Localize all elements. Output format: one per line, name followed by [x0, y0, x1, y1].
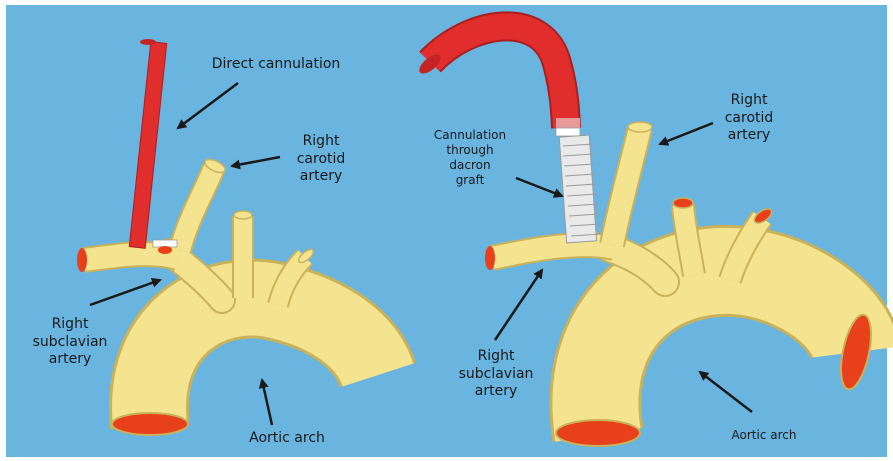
- label-right-aortic-arch: Aortic arch: [718, 428, 810, 443]
- label-left-right-subclavian-artery: Right subclavian artery: [20, 316, 120, 369]
- label-right-right-subclavian-artery: Right subclavian artery: [446, 348, 546, 401]
- label-right-right-carotid-artery: Right carotid artery: [708, 92, 790, 145]
- label-cannulation-through-dacron-graft: Cannulation through dacron graft: [424, 128, 516, 188]
- label-direct-cannulation: Direct cannulation: [200, 56, 352, 74]
- label-left-right-carotid-artery: Right carotid artery: [280, 133, 362, 186]
- label-left-aortic-arch: Aortic arch: [232, 430, 342, 448]
